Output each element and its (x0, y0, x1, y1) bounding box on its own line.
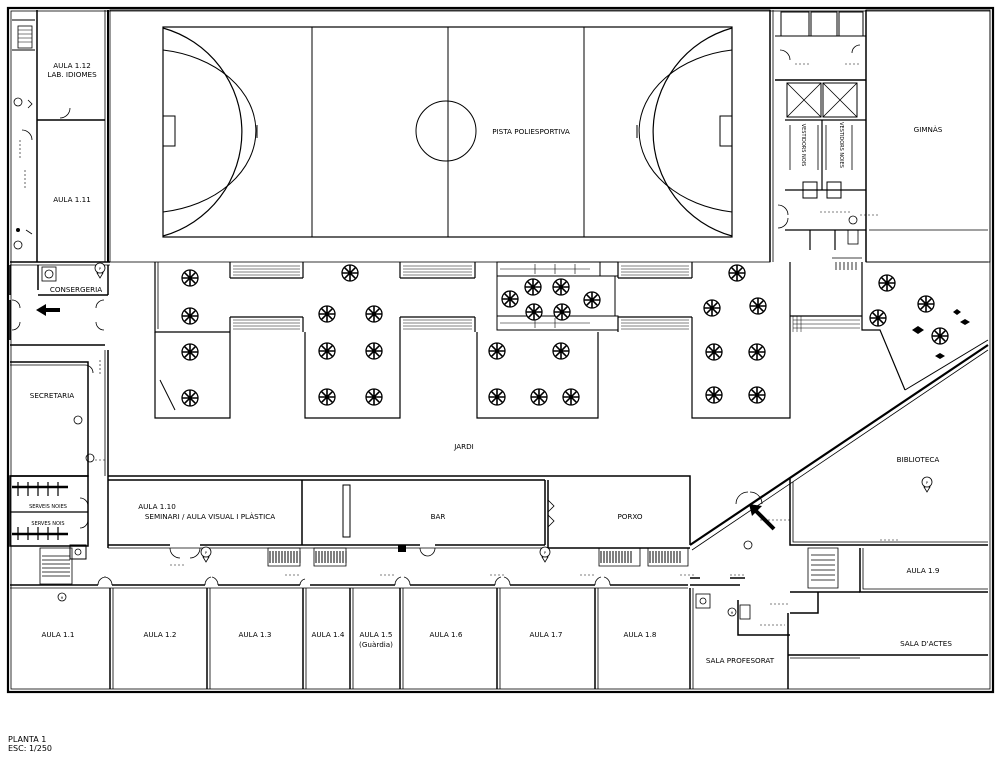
label-lab-idiomes: LAB. IDIOMES (47, 70, 97, 79)
label-aula-17: AULA 1.7 (530, 630, 563, 639)
changing-rooms (769, 9, 991, 270)
label-aula-16: AULA 1.6 (430, 630, 463, 639)
projector-symbol-1: P (99, 267, 102, 271)
symbol-labels: P P P P H H (61, 267, 929, 615)
label-aula-14: AULA 1.4 (312, 630, 345, 639)
plan-scale: ESC: 1/250 (8, 744, 53, 753)
label-bar: BAR (431, 512, 446, 521)
garden (154, 261, 989, 551)
south-wing (10, 547, 988, 689)
label-aula-112: AULA 1.12 (53, 61, 91, 70)
label-jardi: JARDI (453, 442, 474, 451)
heater-symbol-2: H (731, 611, 734, 615)
label-aula-110: AULA 1.10 (138, 502, 176, 511)
outer-walls (6, 6, 995, 694)
label-biblioteca: BIBLIOTECA (897, 455, 940, 464)
plan-title: PLANTA 1 (8, 735, 47, 744)
heater-symbol-1: H (61, 596, 64, 600)
label-pista-poliesportiva: PISTA POLIESPORTIVA (492, 127, 570, 136)
room-labels: AULA 1.12 LAB. IDIOMES AULA 1.11 CONSERG… (29, 61, 952, 665)
label-consergeria: CONSERGERIA (50, 285, 102, 294)
library (735, 476, 988, 614)
projector-symbol-4: P (926, 481, 929, 485)
label-sala-actes: SALA D'ACTES (900, 639, 952, 648)
sports-court (109, 9, 771, 263)
label-serveis-noies: SERVEIS NOIES (29, 504, 67, 510)
label-porxo: PORXO (617, 512, 642, 521)
label-aula-11: AULA 1.1 (42, 630, 75, 639)
label-aula-18: AULA 1.8 (624, 630, 657, 639)
projector-symbol-2: P (205, 551, 208, 555)
label-aula-15: AULA 1.5 (360, 630, 393, 639)
label-serveis-nois: SERVES NOIS (31, 521, 64, 527)
label-guardia: (Guàrdia) (359, 640, 393, 649)
label-aula-12: AULA 1.2 (144, 630, 177, 639)
label-vestidors-noies: VESTIDORS NOIES (838, 122, 844, 168)
central-block (107, 475, 691, 567)
projector-symbol-3: P (544, 551, 547, 555)
label-aula-13: AULA 1.3 (239, 630, 272, 639)
label-vestidors-nois: VESTIDORS NOIS (800, 124, 806, 167)
label-gimnas: GIMNÀS (914, 125, 943, 134)
label-aula-19: AULA 1.9 (907, 566, 940, 575)
label-sala-professorat: SALA PROFESORAT (706, 656, 775, 665)
label-seminari: SEMINARI / AULA VISUAL I PLÀSTICA (145, 512, 275, 521)
label-secretaria: SECRETARIA (30, 391, 75, 400)
label-aula-111: AULA 1.11 (53, 195, 91, 204)
west-wing (9, 10, 110, 560)
